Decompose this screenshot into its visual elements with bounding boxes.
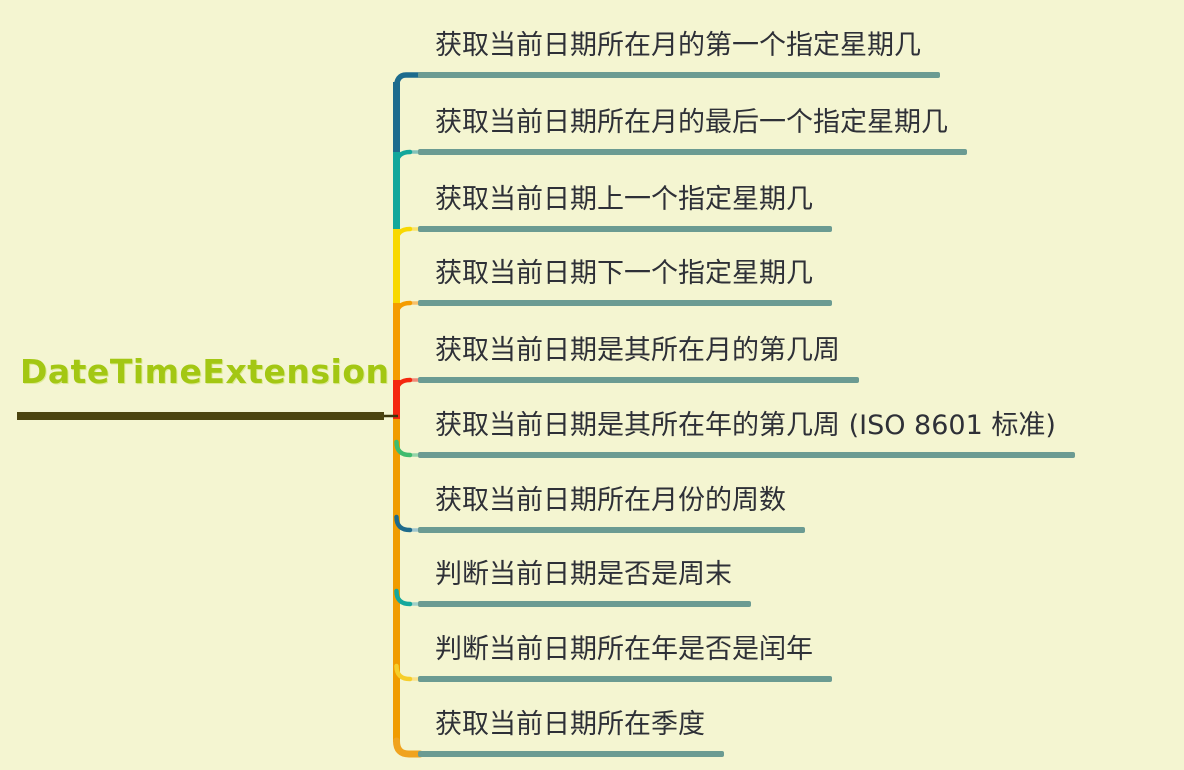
branch-topic-label[interactable]: 获取当前日期所在月的第一个指定星期几 xyxy=(435,30,921,61)
branch-topic[interactable]: 获取当前日期所在月份的周数 xyxy=(418,481,805,533)
root-topic[interactable]: DateTimeExtension xyxy=(0,352,402,422)
branch-topic[interactable]: 判断当前日期是否是周末 xyxy=(418,555,751,607)
branch-topic-label[interactable]: 获取当前日期所在月的最后一个指定星期几 xyxy=(435,107,948,138)
branch-topic-underline xyxy=(418,751,724,757)
branch-topic[interactable]: 获取当前日期是其所在月的第几周 xyxy=(418,331,859,383)
branch-topic[interactable]: 获取当前日期所在月的第一个指定星期几 xyxy=(418,26,940,78)
root-topic-underline xyxy=(17,412,384,420)
branch-topic[interactable]: 判断当前日期所在年是否是闰年 xyxy=(418,630,832,682)
branch-topic-label[interactable]: 获取当前日期下一个指定星期几 xyxy=(435,258,813,289)
branch-topic-underline xyxy=(418,377,859,383)
branch-topic-label[interactable]: 获取当前日期上一个指定星期几 xyxy=(435,184,813,215)
branch-topic-label[interactable]: 获取当前日期是其所在月的第几周 xyxy=(435,335,840,366)
branch-topic[interactable]: 获取当前日期上一个指定星期几 xyxy=(418,180,832,232)
branch-topic[interactable]: 获取当前日期所在月的最后一个指定星期几 xyxy=(418,103,967,155)
branch-topic-label[interactable]: 判断当前日期是否是周末 xyxy=(435,559,732,590)
branch-topic-underline xyxy=(418,601,751,607)
branch-topic[interactable]: 获取当前日期所在季度 xyxy=(418,705,724,757)
branch-topic-label[interactable]: 获取当前日期所在季度 xyxy=(435,709,705,740)
branch-topic-underline xyxy=(418,527,805,533)
branch-topic-underline xyxy=(418,452,1075,458)
branch-topic-underline xyxy=(418,676,832,682)
branch-topic-underline xyxy=(418,72,940,78)
branch-topic-label[interactable]: 判断当前日期所在年是否是闰年 xyxy=(435,634,813,665)
branch-topic-underline xyxy=(418,300,832,306)
branch-topic-underline xyxy=(418,149,967,155)
root-topic-label[interactable]: DateTimeExtension xyxy=(20,352,390,391)
branch-topic-label[interactable]: 获取当前日期所在月份的周数 xyxy=(435,485,786,516)
branch-topic[interactable]: 获取当前日期下一个指定星期几 xyxy=(418,254,832,306)
branch-topic[interactable]: 获取当前日期是其所在年的第几周 (ISO 8601 标准) xyxy=(418,406,1075,458)
branch-topic-underline xyxy=(418,226,832,232)
branch-topic-label[interactable]: 获取当前日期是其所在年的第几周 (ISO 8601 标准) xyxy=(435,410,1056,441)
